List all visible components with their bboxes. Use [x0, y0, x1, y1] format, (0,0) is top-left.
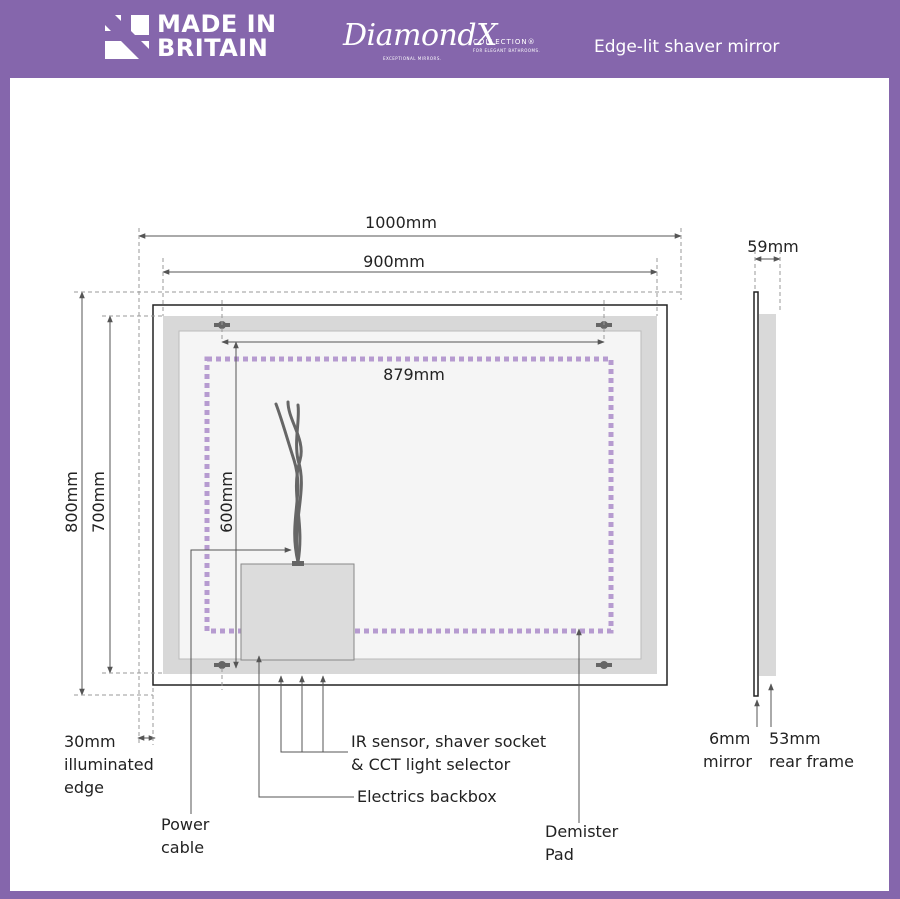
diamond-x-tagline-2: FOR ELEGANT BATHROOMS.	[473, 48, 541, 53]
diamond-x-tagline: EXCEPTIONAL MIRRORS.	[383, 56, 442, 61]
header-bar: MADE IN BRITAIN DiamondX COLLECTION® EXC…	[0, 0, 900, 78]
bracket-icon	[596, 661, 612, 669]
label-power-cable: Power cable	[161, 815, 214, 857]
label-illuminated-edge: 30mm illuminated edge	[64, 732, 159, 797]
diamond-x-collection: COLLECTION®	[473, 38, 536, 46]
electrics-backbox	[240, 563, 355, 661]
union-flag-icon	[105, 15, 149, 59]
label-rear-frame: 53mm rear frame	[769, 729, 854, 771]
mirror-side-view	[753, 291, 776, 697]
dimension-lines	[79, 233, 781, 741]
made-in-britain-text: MADE IN BRITAIN	[157, 10, 277, 62]
dim-overall-width: 1000mm	[365, 213, 437, 232]
diamond-x-logo: DiamondX COLLECTION® EXCEPTIONAL MIRRORS…	[343, 8, 543, 68]
demister-pad-outline	[204, 356, 614, 634]
label-demister-pad: Demister Pad	[545, 822, 623, 864]
power-cable-icon	[274, 400, 303, 564]
label-electrics-backbox: Electrics backbox	[357, 787, 497, 806]
diagram-panel: 1000mm 900mm 879mm 800mm 700mm 600mm 59m…	[10, 78, 889, 891]
bracket-icon	[214, 661, 230, 669]
dim-demister-width: 879mm	[383, 365, 445, 384]
dim-inner-width: 900mm	[363, 252, 425, 271]
mirror-diagram: 1000mm 900mm 879mm 800mm 700mm 600mm 59m…	[62, 213, 854, 864]
dim-inner-height: 700mm	[89, 471, 108, 533]
diamond-x-script: DiamondX	[343, 18, 497, 53]
dim-depth: 59mm	[747, 237, 799, 256]
dim-overall-height: 800mm	[62, 471, 81, 533]
side-mirror-glass	[753, 291, 759, 697]
extension-lines	[74, 228, 781, 745]
label-ir-sensor: IR sensor, shaver socket & CCT light sel…	[351, 732, 551, 774]
page-title: Edge-lit shaver mirror	[594, 37, 780, 57]
leader-lines	[190, 547, 774, 823]
label-mirror-thickness: 6mm mirror	[703, 729, 755, 771]
dim-demister-height: 600mm	[217, 471, 236, 533]
side-rear-frame	[759, 314, 776, 676]
